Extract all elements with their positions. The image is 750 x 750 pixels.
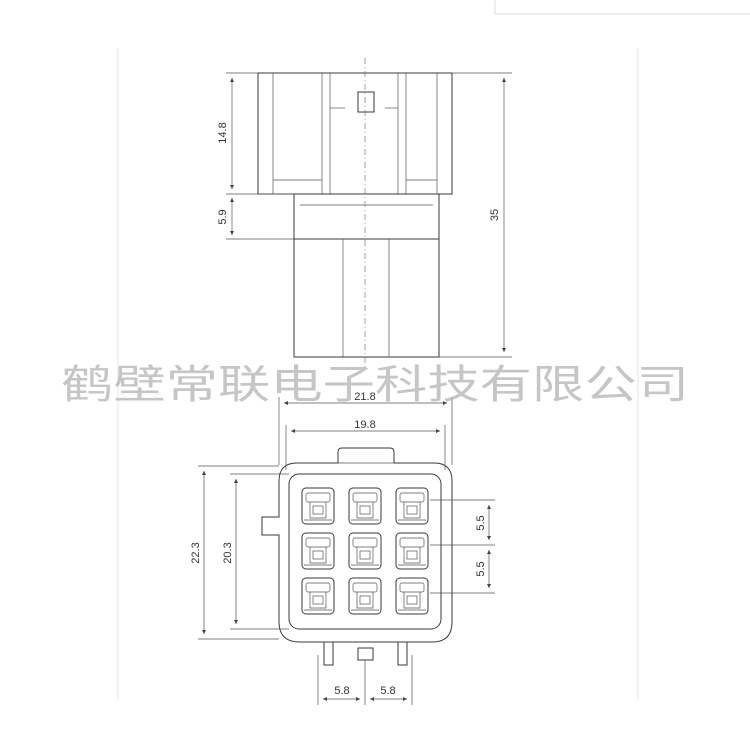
bottom-tab-right [397, 642, 408, 666]
terminal-cavity [301, 487, 335, 525]
dim-outer-height: 22.3 [190, 542, 202, 563]
company-watermark: 鹤壁常联电子科技有限公司 [61, 362, 689, 408]
dim-inner-width: 19.8 [354, 419, 375, 431]
terminal-cavity [301, 532, 335, 570]
dim-pitch-2: 5.5 [475, 561, 487, 576]
dim-pitch-1: 5.5 [475, 515, 487, 530]
dim-outer-width: 21.8 [354, 391, 375, 403]
dim-bottom-pitch-1: 5.8 [334, 685, 349, 697]
side-view: 14.8 5.9 35 [217, 58, 512, 370]
bottom-tab-left [323, 642, 334, 666]
dim-total-length: 35 [489, 209, 501, 221]
dim-inner-height: 20.3 [222, 542, 234, 563]
side-collar [293, 193, 440, 240]
side-lower-body [293, 238, 440, 358]
side-upper-body [257, 72, 453, 195]
dim-step-height: 5.9 [217, 209, 229, 224]
bottom-key [357, 647, 374, 661]
front-housing-inner [288, 473, 442, 630]
terminal-cavity [348, 532, 382, 570]
dim-upper-height: 14.8 [217, 122, 229, 143]
terminal-cavity [395, 487, 429, 525]
front-housing-outer [261, 447, 453, 643]
latch-window [357, 91, 375, 113]
front-view: 21.8 19.8 22.3 20.3 5.5 5.5 [190, 391, 495, 705]
terminal-cavity [395, 532, 429, 570]
terminal-cavity [301, 577, 335, 615]
terminal-cavity [395, 577, 429, 615]
terminal-cavity [348, 577, 382, 615]
terminal-grid [301, 487, 429, 615]
dim-bottom-pitch-2: 5.8 [380, 685, 395, 697]
terminal-cavity [348, 487, 382, 525]
